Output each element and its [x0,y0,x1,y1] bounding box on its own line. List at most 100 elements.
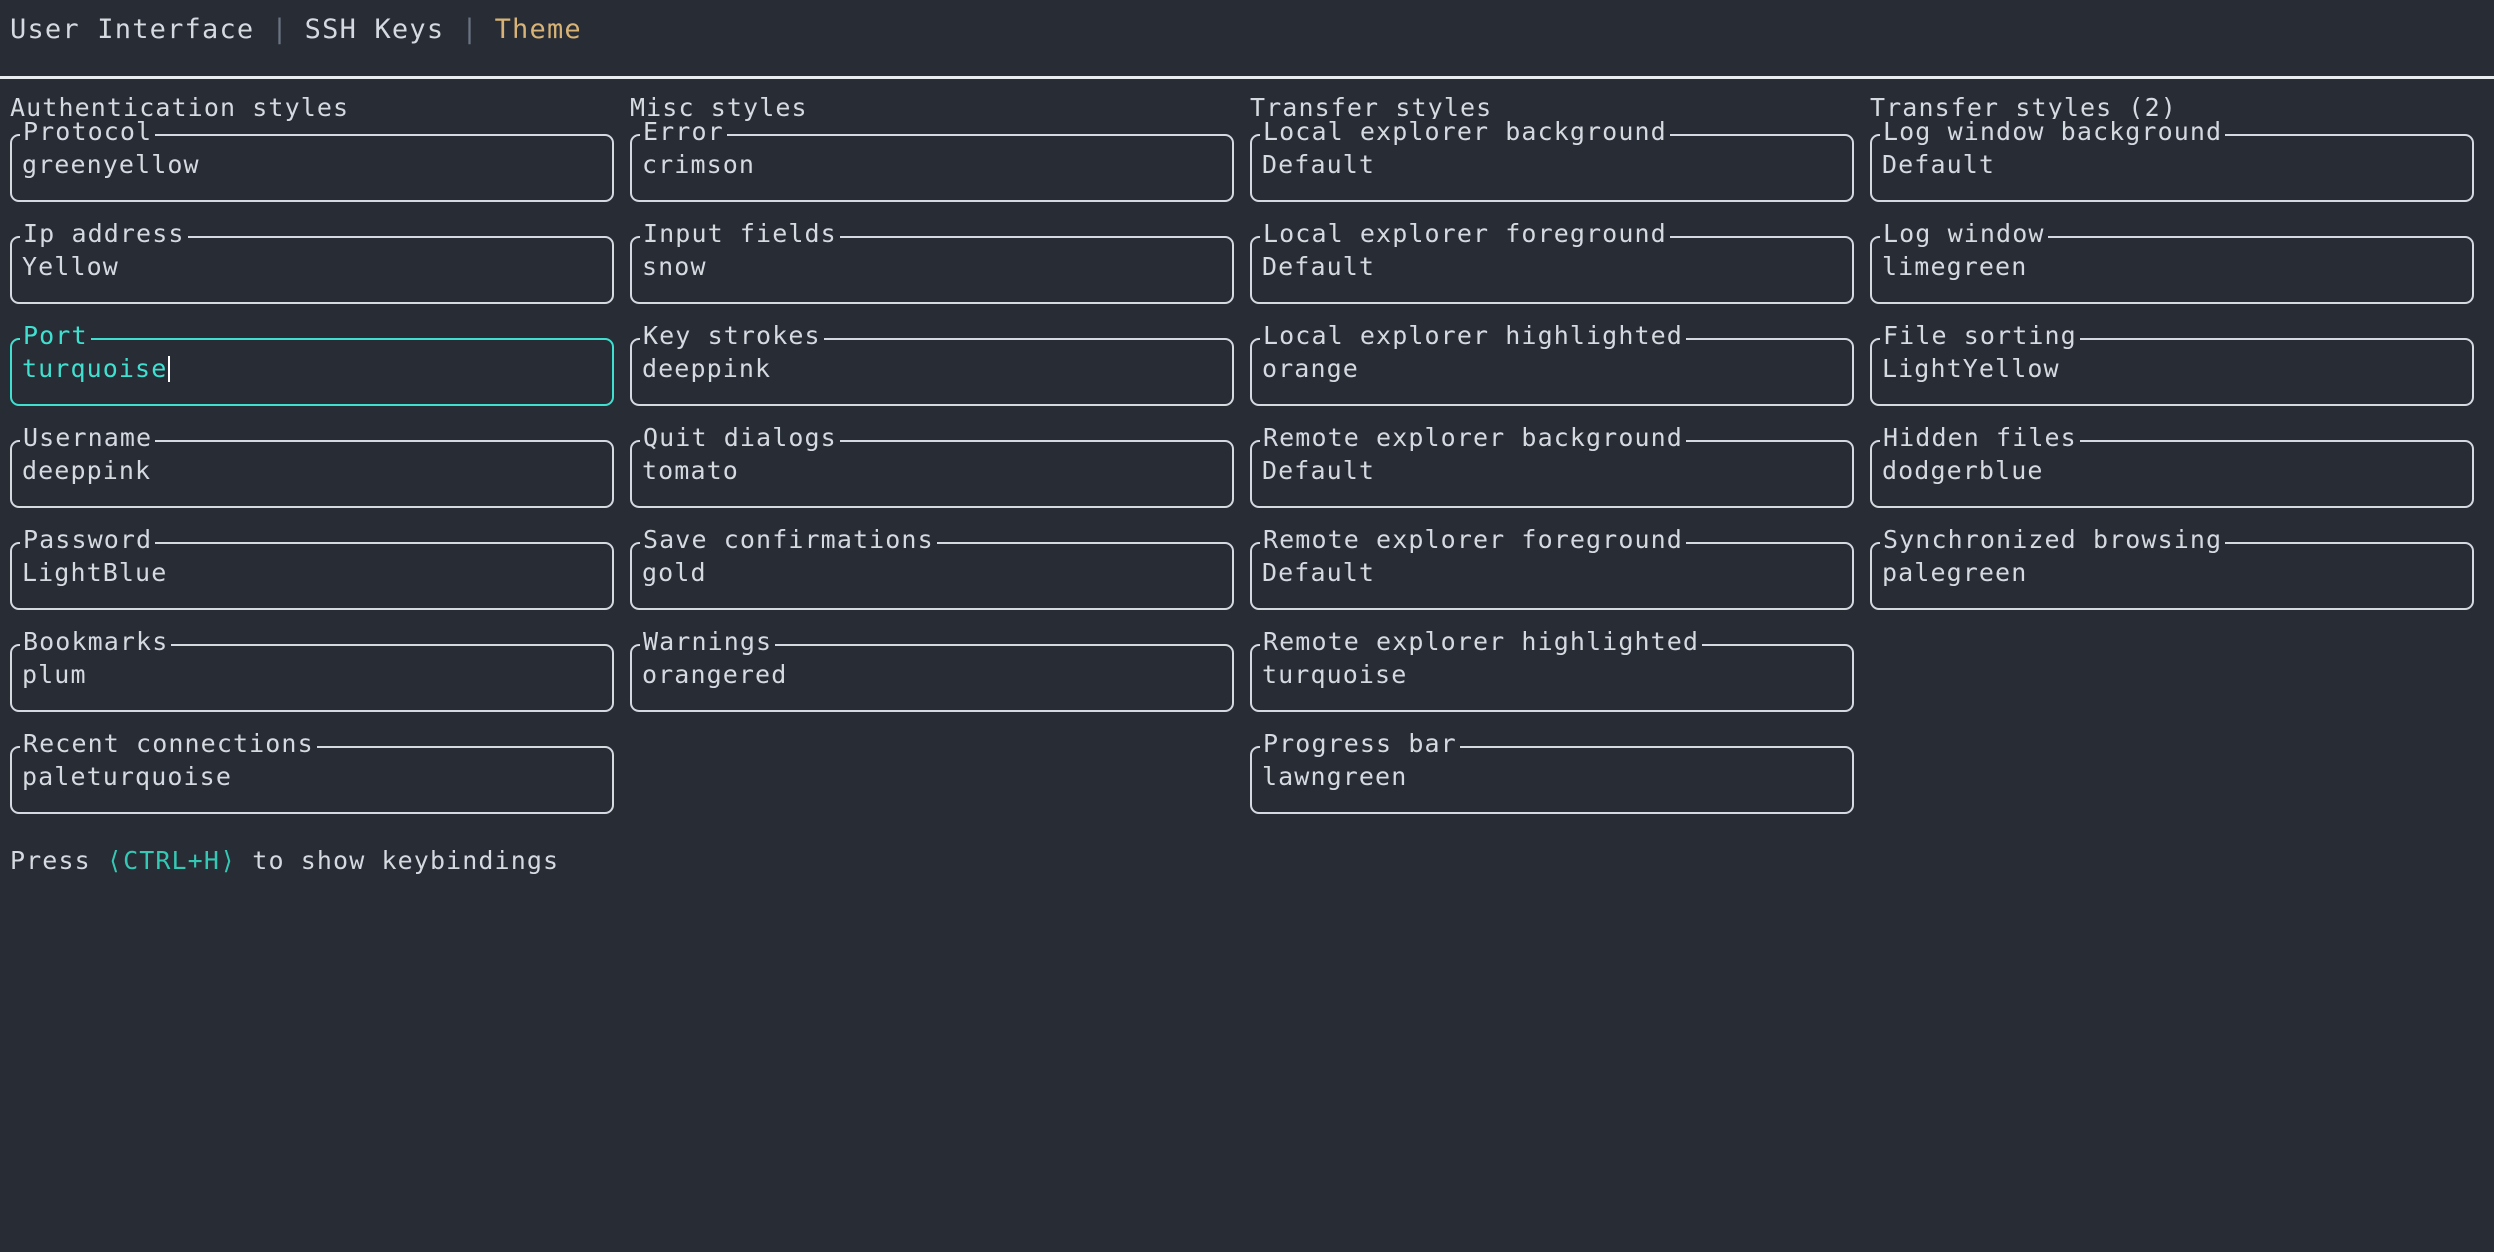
field-hidden-files[interactable]: Hidden files dodgerblue [1870,425,2474,508]
field-key-strokes[interactable]: Key strokes deeppink [630,323,1234,406]
field-label: Progress bar [1260,731,1460,756]
field-value[interactable]: Default [1262,458,1375,483]
field-quit-dialogs[interactable]: Quit dialogs tomato [630,425,1234,508]
field-value-text: plum [22,660,87,689]
field-value-text: LightYellow [1882,354,2060,383]
field-value-text: limegreen [1882,252,2028,281]
field-local-explorer-highlighted[interactable]: Local explorer highlighted orange [1250,323,1854,406]
field-label: Password [20,527,156,552]
field-value[interactable]: paleturquoise [22,764,232,789]
field-label: Warnings [640,629,776,654]
field-value[interactable]: dodgerblue [1882,458,2044,483]
field-label: Log window [1880,221,2048,246]
field-value-text: Default [1262,252,1376,281]
field-value-text: turquoise [1262,660,1408,689]
column-title: Transfer styles [1250,93,1493,122]
header-divider [0,76,2494,79]
field-value[interactable]: greenyellow [22,152,200,177]
field-value[interactable]: Default [1262,254,1375,279]
field-value-text: Default [1882,150,1996,179]
field-value[interactable]: orangered [642,662,787,687]
field-label: Quit dialogs [640,425,840,450]
field-value-text: Default [1262,456,1376,485]
field-label: Local explorer foreground [1260,221,1670,246]
column-transfer-styles-2: Transfer styles (2)Log window background… [1870,95,2490,848]
column-title: Misc styles [630,93,808,122]
field-value-text: turquoise [22,354,168,383]
tab-separator: | [461,13,478,45]
field-label: Input fields [640,221,840,246]
field-label: File sorting [1880,323,2080,348]
field-value[interactable]: Default [1262,560,1375,585]
field-value[interactable]: LightYellow [1882,356,2060,381]
field-value-text: paleturquoise [22,762,232,791]
field-label: Username [20,425,156,450]
column-title: Transfer styles (2) [1870,93,2177,122]
field-value-text: orange [1262,354,1359,383]
field-value[interactable]: limegreen [1882,254,2027,279]
field-input-fields[interactable]: Input fields snow [630,221,1234,304]
field-value-text: greenyellow [22,150,200,179]
tab-theme[interactable]: Theme [494,13,582,45]
keybindings-hint: Press ⟨CTRL+H⟩ to show keybindings [0,848,2494,873]
field-label: Ip address [20,221,188,246]
hint-suffix: to show keybindings [236,846,560,875]
field-bookmarks[interactable]: Bookmarks plum [10,629,614,712]
tab-user-interface[interactable]: User Interface [10,13,255,45]
field-label: Hidden files [1880,425,2080,450]
field-value[interactable]: crimson [642,152,755,177]
field-value[interactable]: turquoise [1262,662,1407,687]
field-value[interactable]: snow [642,254,707,279]
field-value-text: crimson [642,150,756,179]
field-value[interactable]: palegreen [1882,560,2027,585]
field-value-text: Yellow [22,252,119,281]
field-value[interactable]: plum [22,662,87,687]
field-value-text: deeppink [642,354,772,383]
field-value[interactable]: orange [1262,356,1359,381]
field-value[interactable]: Yellow [22,254,119,279]
field-value[interactable]: Default [1262,152,1375,177]
field-value[interactable]: deeppink [642,356,771,381]
column-title: Authentication styles [10,93,350,122]
field-warnings[interactable]: Warnings orangered [630,629,1234,712]
field-value-text: lawngreen [1262,762,1408,791]
tab-ssh-keys[interactable]: SSH Keys [304,13,445,45]
text-cursor [168,356,171,382]
field-value[interactable]: deeppink [22,458,151,483]
field-label: Local explorer highlighted [1260,323,1686,348]
field-value[interactable]: turquoise [22,354,171,383]
field-label: Key strokes [640,323,824,348]
field-value[interactable]: gold [642,560,707,585]
field-value-text: Default [1262,558,1376,587]
field-value-text: Default [1262,150,1376,179]
field-label: Bookmarks [20,629,172,654]
field-value[interactable]: tomato [642,458,739,483]
field-label: Protocol [20,119,156,144]
field-value[interactable]: lawngreen [1262,764,1407,789]
field-progress-bar[interactable]: Progress bar lawngreen [1250,731,1854,814]
field-label: Remote explorer foreground [1260,527,1686,552]
field-value[interactable]: Default [1882,152,1995,177]
field-protocol[interactable]: Protocol greenyellow [10,119,614,202]
field-username[interactable]: Username deeppink [10,425,614,508]
field-log-window[interactable]: Log window limegreen [1870,221,2474,304]
field-value[interactable]: LightBlue [22,560,167,585]
field-value-text: dodgerblue [1882,456,2044,485]
